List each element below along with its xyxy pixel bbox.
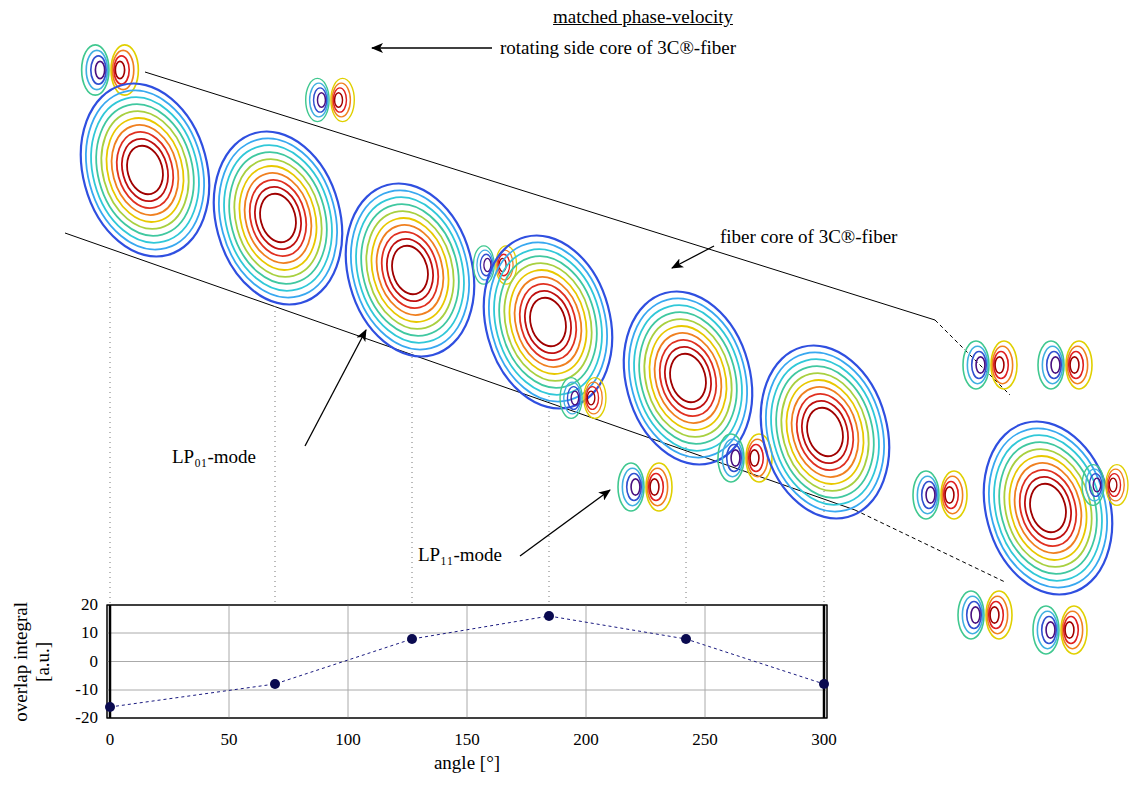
- callout-label: LP₀₁-mode: [172, 446, 256, 468]
- lp11-mode-contours: [958, 591, 1012, 639]
- lp01-mode-contours: [195, 117, 360, 319]
- tick-label: 150: [454, 730, 480, 750]
- lp11-mode-contours: [306, 78, 355, 121]
- tick-label: -10: [75, 680, 98, 700]
- lp11-mode-contours: [82, 45, 139, 95]
- overlap-chart: [105, 605, 829, 718]
- tick-label: 10: [81, 623, 98, 643]
- lp01-mode-contours: [465, 221, 630, 423]
- tick-label: 300: [811, 730, 837, 750]
- lp11-mode-contours: [963, 341, 1017, 389]
- tick-label: 50: [221, 730, 238, 750]
- tick-label: 0: [90, 652, 99, 672]
- callout-label: fiber core of 3C®-fiber: [720, 226, 897, 248]
- tick-label: 250: [692, 730, 718, 750]
- tick-label: 20: [81, 595, 98, 615]
- projection-lines: [110, 262, 824, 605]
- lp11-mode-contours: [618, 463, 672, 511]
- tick-label: -20: [75, 708, 98, 728]
- leader-arrows: [305, 48, 714, 556]
- lp01-mode-contours: [742, 331, 907, 533]
- tick-label: 200: [573, 730, 599, 750]
- callout-label: LP₁₁-mode: [418, 544, 502, 566]
- lp01-mode-contours: [605, 277, 770, 479]
- tick-label: 0: [106, 730, 115, 750]
- axis-title: angle [°]: [434, 752, 500, 774]
- callout-label: rotating side core of 3C®-fiber: [500, 37, 736, 59]
- fiber-outline: [65, 72, 1010, 582]
- lp11-mode-contours: [560, 378, 606, 419]
- diagram-title: matched phase-velocity: [553, 6, 733, 28]
- lp01-mode-contours: [62, 69, 227, 271]
- lp11-mode-contours: [913, 471, 967, 519]
- lp01-mode-contours: [965, 407, 1130, 609]
- lp11-mode-contours: [1038, 341, 1092, 389]
- lp11-mode-contours: [1033, 606, 1087, 654]
- lp11-mode-contours: [1082, 465, 1128, 506]
- lp01-mode-contours: [327, 169, 492, 371]
- axis-title: overlap integral [a.u.]: [10, 587, 54, 737]
- lp11-mode-contours: [473, 246, 516, 284]
- tick-label: 100: [335, 730, 361, 750]
